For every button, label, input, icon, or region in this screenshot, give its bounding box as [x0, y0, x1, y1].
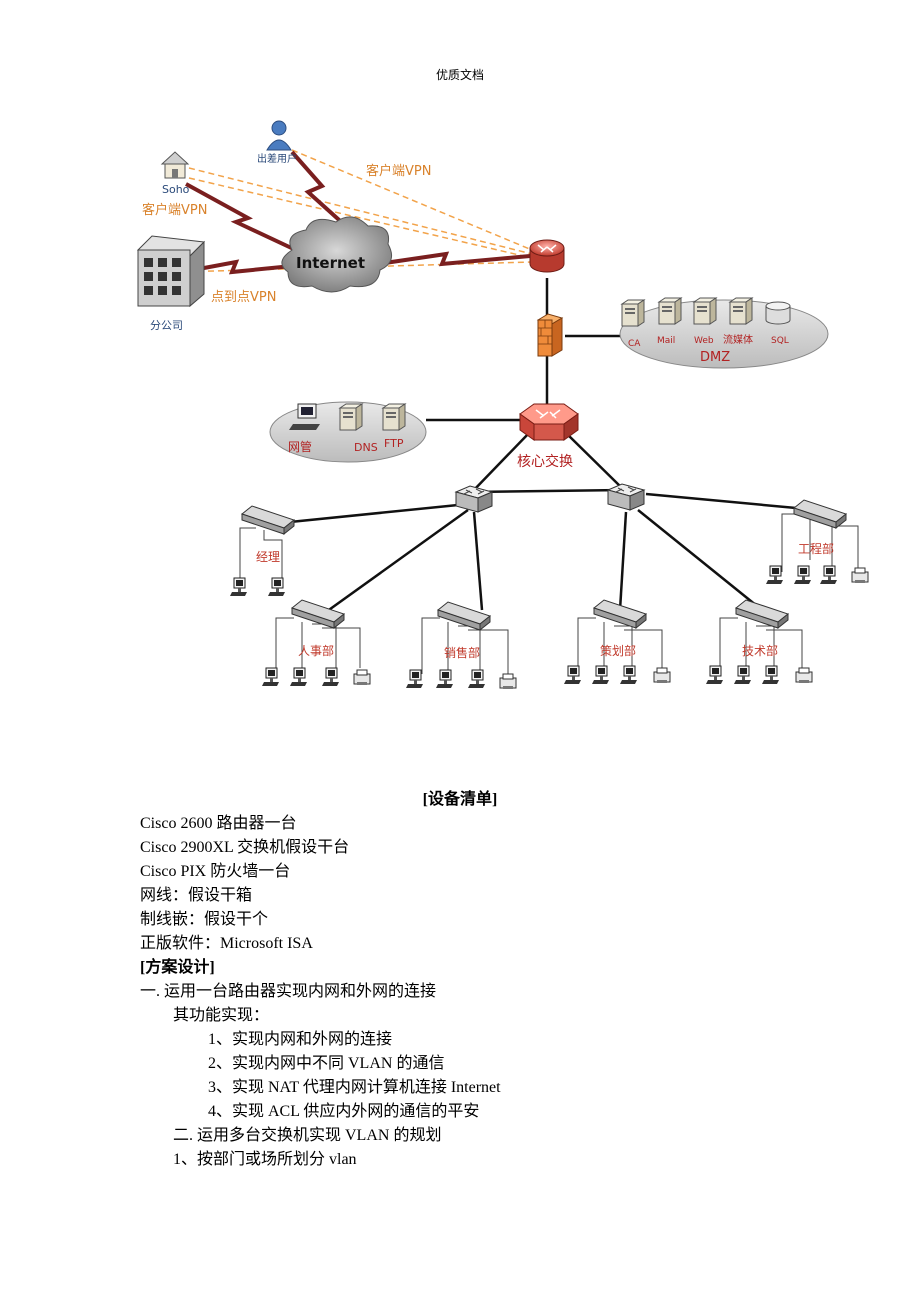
- mail-server-icon: [658, 297, 682, 325]
- equipment-item: 网线：假设干箱: [140, 887, 253, 904]
- mgmt-label-ftp: FTP: [384, 437, 404, 450]
- mgmt-label-nms: 网管: [288, 439, 312, 454]
- equipment-title: [设备清单]: [422, 791, 498, 808]
- sql-database-icon: [765, 301, 791, 325]
- dns-server-icon: [339, 403, 363, 431]
- pc-icon: [705, 665, 724, 685]
- client-vpn-label-left: 客户端VPN: [142, 202, 207, 218]
- soho-house-icon: [160, 151, 190, 179]
- management-pc-icon: [289, 403, 320, 430]
- core-switch-icon: [519, 403, 579, 441]
- network-topology-diagram: 出差用户 客户端VPN Soho 客户端VPN Internet 点到点VPN …: [136, 120, 869, 690]
- media-server-icon: [729, 297, 753, 325]
- pc-icon: [591, 665, 610, 685]
- dmz-server-sql: SQL: [771, 336, 789, 346]
- router-icon: [529, 239, 565, 273]
- printer-icon: [353, 669, 371, 686]
- internet-cloud-icon: [281, 216, 393, 293]
- mgmt-label-dns: DNS: [354, 441, 378, 454]
- access-switch-engineering-icon: [793, 499, 847, 529]
- access-switch-tech-icon: [735, 599, 789, 629]
- remote-user-icon: [266, 120, 292, 151]
- pc-icon: [321, 667, 340, 687]
- section-2-heading: 二. 运用多台交换机实现 VLAN 的规划: [173, 1127, 442, 1144]
- dmz-server-web: Web: [694, 336, 714, 346]
- dmz-server-media: 流媒体: [723, 333, 753, 346]
- core-switch-label: 核心交换: [517, 453, 573, 470]
- dmz-servers: [621, 297, 791, 327]
- pc-icon: [289, 667, 308, 687]
- pc-icon: [229, 577, 248, 597]
- pc-icon: [733, 665, 752, 685]
- functions-intro: 其功能实现：: [173, 1007, 270, 1024]
- equipment-item: Cisco PIX 防火墙一台: [140, 863, 291, 880]
- function-item: 4、实现 ACL 供应内外网的通信的平安: [208, 1103, 480, 1120]
- printer-icon: [653, 667, 671, 684]
- equipment-item: 正版软件：Microsoft ISA: [140, 935, 313, 952]
- equipment-item: Cisco 2900XL 交换机假设干台: [140, 839, 350, 856]
- remote-user-label: 出差用户: [257, 152, 297, 165]
- pc-icon: [563, 665, 582, 685]
- pc-icon: [467, 669, 486, 689]
- printer-icon: [851, 567, 869, 584]
- pc-icon: [261, 667, 280, 687]
- ftp-server-icon: [382, 403, 406, 431]
- pc-icon: [619, 665, 638, 685]
- dmz-label: DMZ: [700, 350, 730, 365]
- function-item: 3、实现 NAT 代理内网计算机连接 Internet: [208, 1079, 501, 1096]
- dept-label-hr: 人事部: [298, 643, 334, 658]
- dept-label-manager: 经理: [256, 550, 280, 564]
- p2p-vpn-label: 点到点VPN: [211, 290, 276, 305]
- document-body: [设备清单] Cisco 2600 路由器一台 Cisco 2900XL 交换机…: [140, 788, 840, 1172]
- ca-server-icon: [621, 299, 645, 327]
- design-title: [方案设计]: [140, 959, 215, 976]
- function-item: 2、实现内网中不同 VLAN 的通信: [208, 1055, 445, 1072]
- client-vpn-label-top: 客户端VPN: [366, 163, 431, 179]
- pc-icon: [793, 565, 812, 585]
- dmz-server-ca: CA: [628, 339, 641, 349]
- lan-links: [289, 278, 797, 614]
- access-switch-manager-icon: [241, 505, 295, 535]
- dept-label-planning: 策划部: [600, 643, 636, 658]
- equipment-item: Cisco 2600 路由器一台: [140, 815, 297, 832]
- dmz-server-mail: Mail: [657, 336, 675, 346]
- dept-label-sales: 销售部: [444, 645, 480, 660]
- pc-icon: [765, 565, 784, 585]
- management-devices: [289, 403, 406, 431]
- web-server-icon: [693, 297, 717, 325]
- function-item: 1、实现内网和外网的连接: [208, 1031, 393, 1048]
- vpn-tunnels: [177, 149, 533, 273]
- page-header: 优质文档: [435, 68, 484, 82]
- internet-label: Internet: [296, 254, 365, 272]
- section-2-item: 1、按部门或场所划分 vlan: [173, 1151, 357, 1168]
- section-1-heading: 一. 运用一台路由器实现内网和外网的连接: [140, 983, 437, 1000]
- firewall-icon: [536, 313, 564, 357]
- dept-label-engineering: 工程部: [798, 541, 834, 556]
- printer-icon: [795, 667, 813, 684]
- pc-icon: [405, 669, 424, 689]
- pc-icon: [819, 565, 838, 585]
- soho-label: Soho: [162, 183, 190, 196]
- printer-icon: [499, 673, 517, 690]
- distribution-switch-right-icon: [607, 483, 645, 511]
- branch-building-icon: [136, 235, 206, 308]
- dept-label-tech: 技术部: [742, 643, 778, 658]
- branch-label: 分公司: [150, 319, 183, 332]
- wan-links: [185, 150, 531, 275]
- pc-icon: [761, 665, 780, 685]
- distribution-switch-left-icon: [455, 485, 493, 513]
- equipment-item: 制线嵌：假设干个: [140, 911, 269, 928]
- pc-icon: [267, 577, 286, 597]
- pc-icon: [435, 669, 454, 689]
